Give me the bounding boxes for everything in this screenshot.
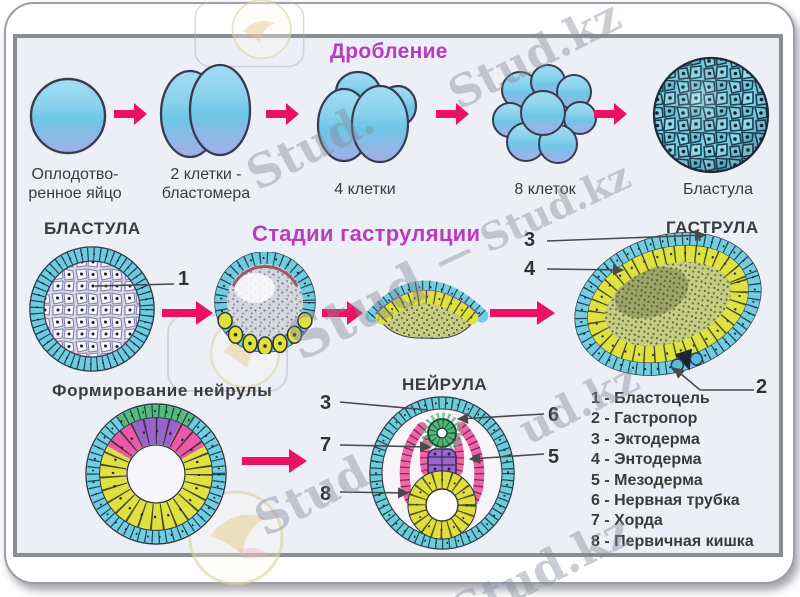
gastrulation-title: Стадии гаструляции <box>252 221 481 246</box>
legend-item-ectoderm: 3 - Эктодерма <box>591 430 700 448</box>
callout-line-mesoderm <box>468 452 545 464</box>
blastula-cross-section-illustration <box>29 246 155 372</box>
arrow-right-icon <box>266 103 299 125</box>
callout-number-1: 1 <box>178 268 190 290</box>
callout-line-ectoderm <box>546 229 707 242</box>
arrow-right-icon <box>114 103 147 125</box>
callout-line-chord <box>339 441 432 452</box>
callout-line-primary-gut <box>339 487 410 499</box>
blastula-stage-label: Бластула <box>683 181 753 198</box>
callout-line-neural-tube <box>456 412 545 424</box>
four-cells-label: 4 клетки <box>334 181 396 198</box>
callout-line-gastropore <box>673 367 754 391</box>
arrow-right-icon <box>436 103 469 125</box>
arrow-right-icon <box>242 449 307 473</box>
callout-number-6: 6 <box>548 404 560 426</box>
egg-label-line2: ренное яйцо <box>28 185 122 202</box>
two-cells-label: 2 клетки - бластомера <box>145 165 267 203</box>
eight-cells-label: 8 клеток <box>514 181 576 198</box>
neurula-formation-title: Формирование нейрулы <box>52 381 273 400</box>
legend-item-entoderm: 4 - Энтодерма <box>591 451 702 469</box>
arrow-right-icon <box>322 301 363 325</box>
legend: 1 - Бластоцель 2 - Гастропор 3 - Эктодер… <box>591 389 781 552</box>
mid-gastrula-illustration <box>365 280 489 339</box>
two-cells-illustration <box>159 63 252 159</box>
egg-label-line1: Оплодотво- <box>31 166 119 183</box>
neurula-illustration <box>369 396 515 550</box>
callout-line-ectoderm-neurula <box>339 401 429 411</box>
callout-number-4: 4 <box>524 258 536 280</box>
arrow-right-icon <box>490 301 555 325</box>
callout-number-3: 3 <box>524 229 536 251</box>
legend-item-gastropore: 2 - Гастропор <box>591 410 698 428</box>
egg-label: Оплодотво- ренное яйцо <box>10 165 140 203</box>
callout-number-2: 2 <box>756 376 768 398</box>
callout-number-3-neurula: 3 <box>320 392 332 414</box>
legend-item-primary-gut: 8 - Первичная кишка <box>591 532 754 550</box>
fertilized-egg-illustration <box>29 77 107 155</box>
arrow-right-icon <box>594 103 627 125</box>
arrow-right-icon <box>162 301 213 325</box>
callout-number-8: 8 <box>320 483 332 505</box>
blastula-sphere-illustration <box>652 56 770 174</box>
four-cells-illustration <box>316 70 418 164</box>
legend-item-chord: 7 - Хорда <box>591 512 663 530</box>
cleavage-title: Дробление <box>330 40 448 63</box>
eight-cells-illustration <box>492 64 597 164</box>
two-cells-label-line1: 2 клетки - <box>170 166 242 183</box>
callout-number-7: 7 <box>320 434 332 456</box>
legend-item-mesoderm: 5 - Мезодерма <box>591 471 703 489</box>
neurula-forming-ring-illustration <box>85 403 227 545</box>
callout-number-5: 5 <box>548 446 560 468</box>
two-cells-label-line2: бластомера <box>161 185 251 202</box>
neurula-section-label: НЕЙРУЛА <box>402 375 488 394</box>
callout-line-blastocoel <box>94 283 175 287</box>
blastula-section-label: БЛАСТУЛА <box>44 219 141 238</box>
legend-item-neural-tube: 6 - Нервная трубка <box>591 492 740 510</box>
early-gastrula-illustration <box>214 252 316 354</box>
legend-item-blastocoel: 1 - Бластоцель <box>591 390 710 407</box>
callout-line-entoderm <box>546 264 625 276</box>
